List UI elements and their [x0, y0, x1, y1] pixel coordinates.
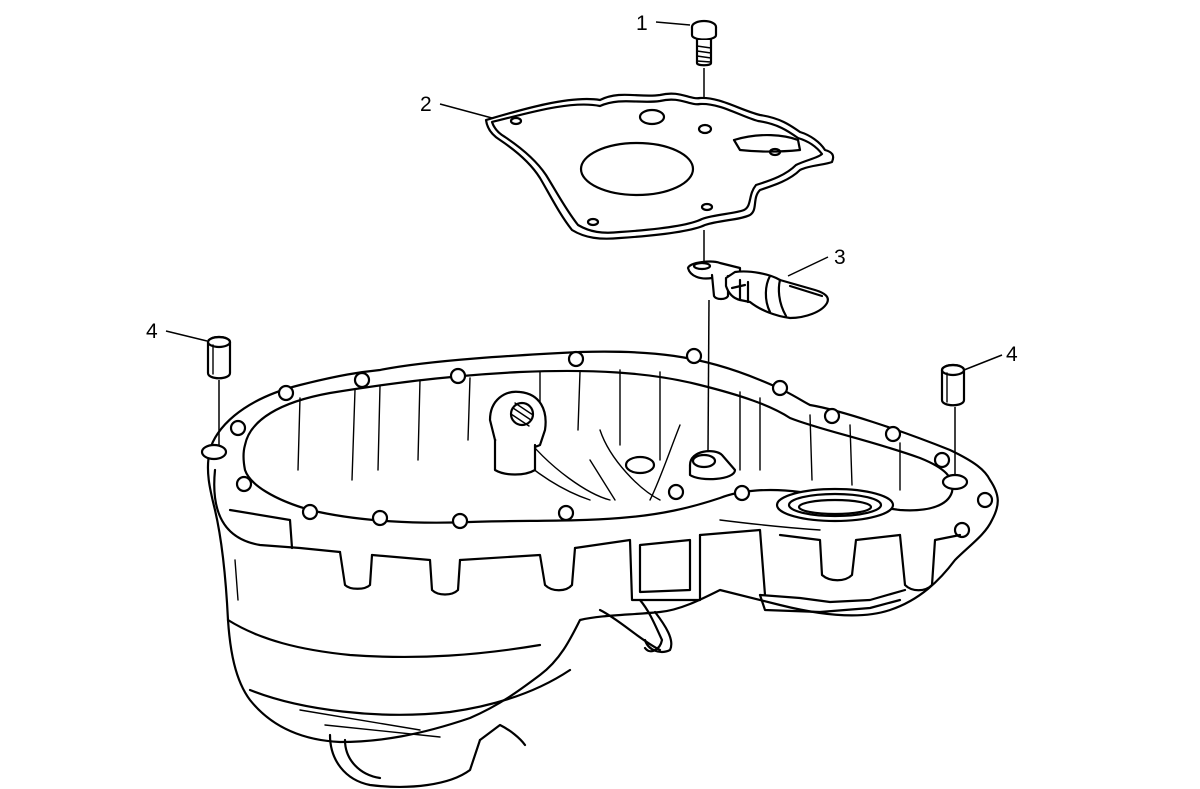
- callout-4-left-leader: [165, 330, 208, 342]
- dowel-pin-left: [206, 335, 232, 380]
- callout-2: 2: [420, 93, 493, 119]
- threaded-boss: [488, 390, 547, 476]
- callout-2-leader: [439, 103, 493, 119]
- transmission-case: [200, 347, 999, 788]
- sensor-bore: [688, 450, 737, 481]
- dowel-hole-left: [200, 443, 228, 461]
- callout-1-label: 1: [636, 12, 648, 35]
- dowel-pin-right: [940, 363, 966, 407]
- callout-1-leader: [655, 21, 691, 26]
- callout-2-label: 2: [420, 93, 432, 116]
- callout-4-left-label: 4: [146, 320, 158, 343]
- callout-3-label: 3: [834, 246, 846, 269]
- callout-3-leader: [787, 256, 829, 277]
- case-exterior-details: [213, 468, 962, 788]
- dowel-pin-icon: [206, 335, 966, 476]
- callout-4-right-label: 4: [1006, 343, 1018, 366]
- flange-bolt-holes: [229, 347, 994, 539]
- callout-4-left: 4: [146, 320, 208, 343]
- gasket-plate-icon: [484, 92, 835, 240]
- callout-1: 1: [636, 12, 691, 35]
- dowel-hole-right: [941, 473, 969, 491]
- sensor-centerline: [707, 299, 710, 453]
- callout-3: 3: [787, 246, 846, 277]
- output-seal: [775, 487, 895, 523]
- sensor-icon: [686, 260, 829, 320]
- callout-4-right: 4: [963, 343, 1018, 371]
- center-bore: [624, 455, 656, 475]
- callout-4-right-leader: [963, 354, 1003, 371]
- bolt-icon: [690, 19, 718, 67]
